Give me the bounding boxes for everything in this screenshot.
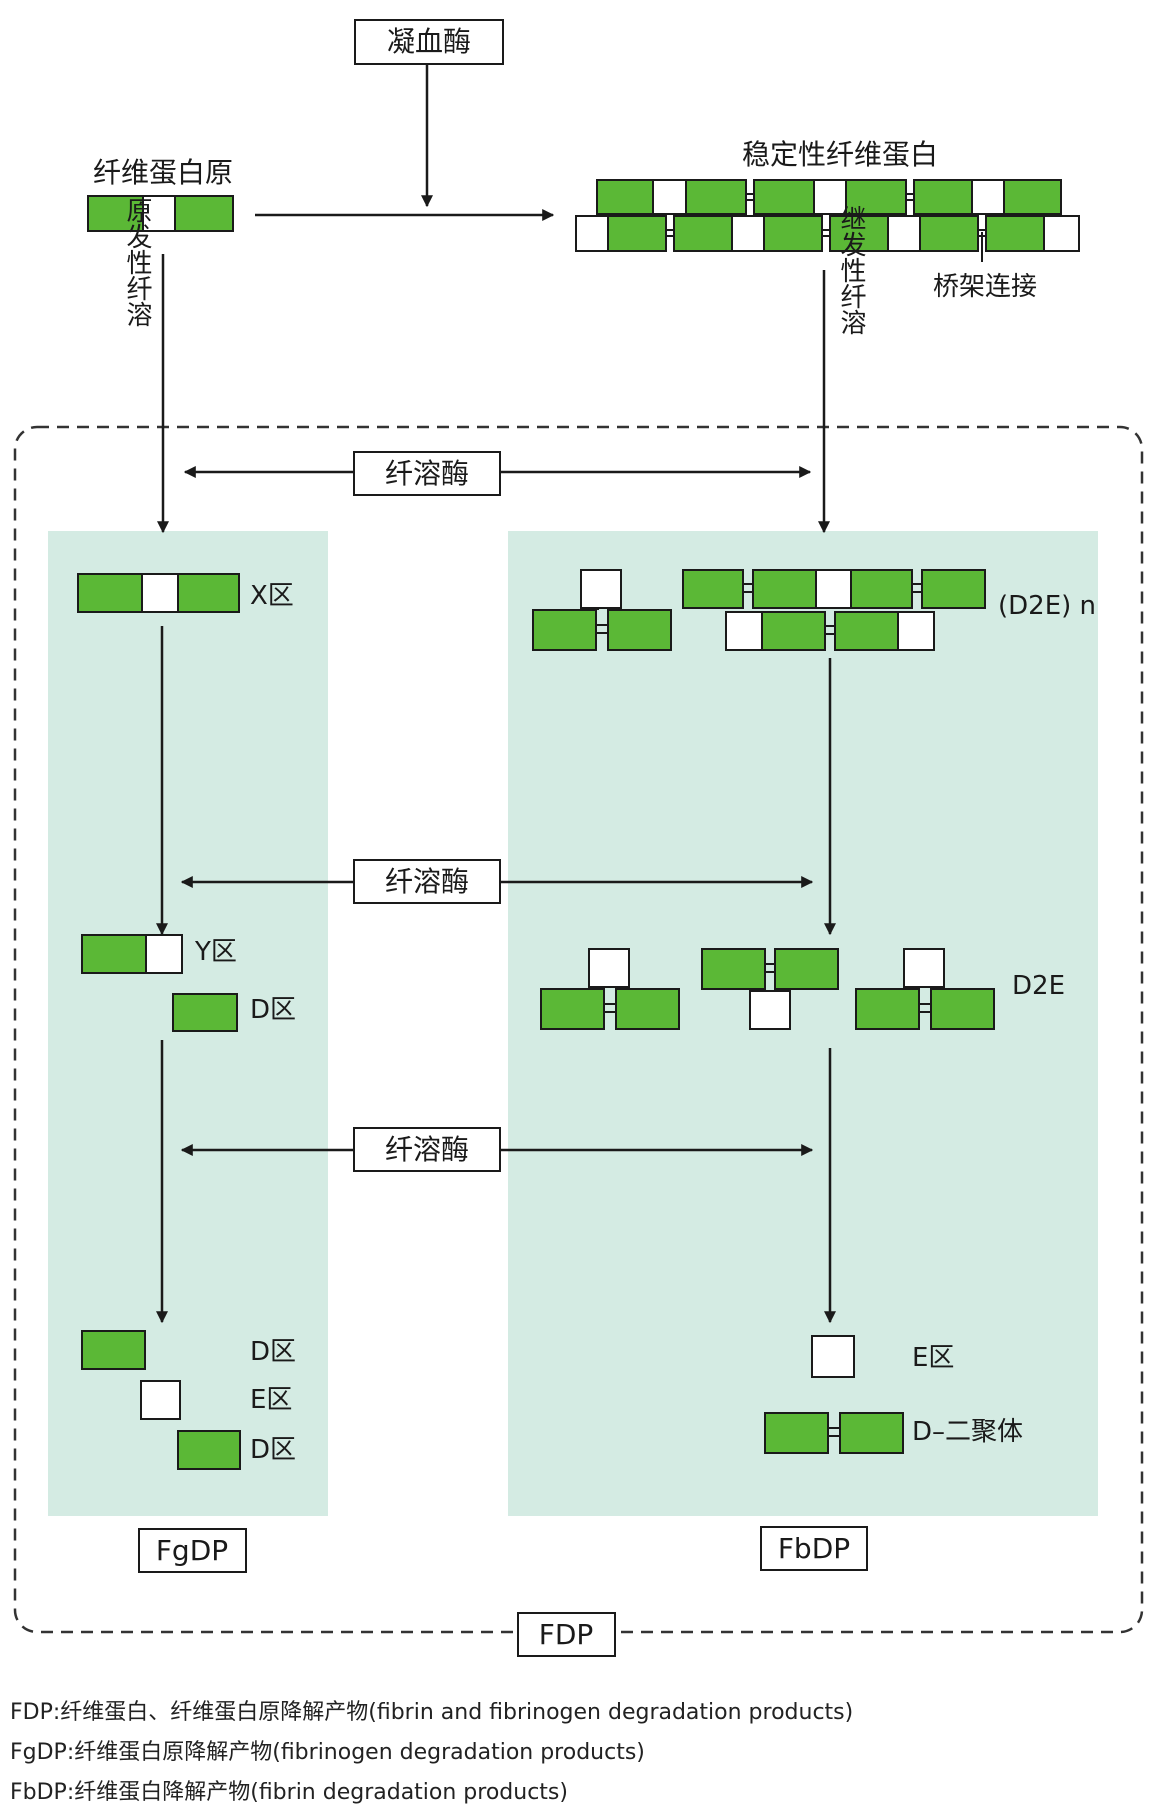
- stable-fibrin-polymer: [575, 179, 1080, 252]
- x-region-molecule: [77, 573, 240, 613]
- final-d2-molecule: [177, 1430, 241, 1470]
- fdp-label-box: [517, 1612, 616, 1657]
- y-region-label: Y区: [194, 937, 237, 967]
- d-region-label: D区: [250, 995, 296, 1025]
- fgdp-label-box: [138, 1528, 247, 1573]
- e-region-label: E区: [912, 1343, 954, 1373]
- x-region-label: X区: [250, 581, 294, 611]
- secondary-fibrinolysis-label: 继发性纤溶: [836, 205, 866, 335]
- fibrinogen-label: 纤维蛋白原: [93, 156, 233, 189]
- d2e-n-polymer: [682, 569, 986, 651]
- fbdp-label: FbDP: [778, 1532, 850, 1565]
- final-e-molecule: [140, 1380, 181, 1420]
- fbdp-label-box: [760, 1526, 868, 1571]
- final-e-label: E区: [250, 1385, 292, 1415]
- final-d2-label: D区: [250, 1435, 296, 1465]
- fdp-dashed-frame: [13, 425, 1144, 1634]
- plasmin-box-2: [353, 859, 501, 904]
- d2e-n-label: (D2E) n: [998, 591, 1096, 621]
- stable-fibrin-label: 稳定性纤维蛋白: [742, 138, 938, 171]
- plasmin-label-3: 纤溶酶: [385, 1133, 469, 1166]
- plasmin-box-1: [353, 451, 501, 496]
- plasmin-label-2: 纤溶酶: [385, 865, 469, 898]
- fdp-label: FDP: [539, 1618, 594, 1651]
- primary-fibrinolysis-label: 原发性纤溶: [122, 197, 152, 327]
- plasmin-label-1: 纤溶酶: [385, 457, 469, 490]
- crosslink-label: 桥架连接: [933, 272, 1037, 302]
- legend-fgdp: FgDP:纤维蛋白原降解产物(fibrinogen degradation pr…: [10, 1740, 645, 1765]
- fibrinogen-molecule: [87, 195, 234, 232]
- d2e-unit-1: [540, 948, 680, 1030]
- d-region-molecule: [172, 993, 238, 1032]
- thrombin-box: [354, 19, 504, 65]
- d2e-n-small-unit: [532, 569, 672, 651]
- d-dimer-label: D–二聚体: [912, 1417, 1023, 1447]
- d2e-label: D2E: [1012, 971, 1065, 1001]
- y-region-molecule: [81, 934, 183, 974]
- legend-fdp: FDP:纤维蛋白、纤维蛋白原降解产物(fibrin and fibrinogen…: [10, 1700, 854, 1725]
- d2e-unit-3: [855, 948, 995, 1030]
- d2e-unit-2: [701, 948, 839, 1030]
- e-region-molecule: [811, 1335, 855, 1378]
- legend-fbdp: FbDP:纤维蛋白降解产物(fibrin degradation product…: [10, 1780, 568, 1805]
- final-d1-label: D区: [250, 1337, 296, 1367]
- plasmin-box-3: [353, 1127, 501, 1172]
- thrombin-label: 凝血酶: [387, 25, 471, 58]
- fbdp-panel: [508, 531, 1098, 1516]
- final-d1-molecule: [81, 1330, 146, 1370]
- d-dimer-molecule: [764, 1412, 904, 1454]
- fgdp-label: FgDP: [156, 1534, 228, 1567]
